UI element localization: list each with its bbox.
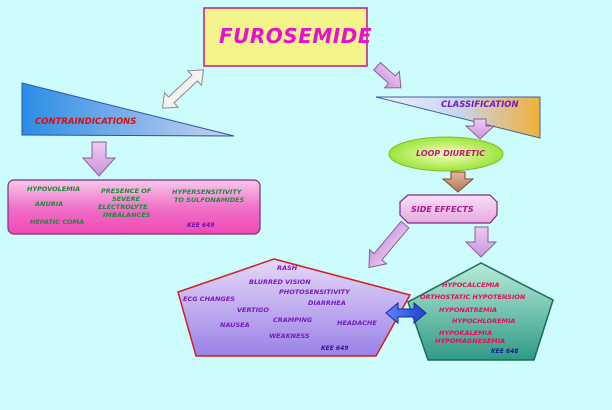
side-effect-diarrhea: DIARRHEA <box>308 299 346 307</box>
electrolyte-hyponatremia: HYPONATREMIA <box>439 306 498 314</box>
contra-item-to-sulfonamides: TO SULFONAMIDES <box>174 196 245 204</box>
contra-item-hypersensitivity: HYPERSENSITIVITY <box>172 188 242 196</box>
arrow-contra-to-list <box>81 141 117 177</box>
contra-item-hepatic-coma: HEPATIC COMA <box>30 218 85 226</box>
side-effect-ecg-changes: ECG CHANGES <box>183 295 235 303</box>
electrolyte-hypokalemia: HYPOKALEMIA <box>439 329 493 337</box>
electrolyte-hypochloremia: HYPOCHLOREMIA <box>452 317 516 325</box>
contra-item-imbalances: IMBALANCES <box>103 211 151 219</box>
side-effect-headache: HEADACHE <box>337 319 377 327</box>
side-effect-blurred-vision: BLURRED VISION <box>249 278 311 286</box>
electrolyte-hypomagnesemia: HYPOMAGNESEMIA <box>435 337 506 345</box>
arrow-side-effects-to-electrolyte <box>464 226 498 258</box>
side-effect-cramping: CRAMPING <box>273 316 313 324</box>
classification-heading: CLASSIFICATION <box>441 100 519 110</box>
general-side-effects-ref: KEE 649 <box>321 345 349 352</box>
electrolyte-side-effects-pentagon <box>407 262 554 361</box>
general-side-effects-pentagon <box>177 258 412 357</box>
loop-diuretic-ellipse <box>388 136 504 172</box>
loop-diuretic-label: LOOP DIURETIC <box>416 149 486 158</box>
contraindications-list-box <box>7 179 261 235</box>
side-effects-box <box>399 194 498 224</box>
contra-item-severe: SEVERE <box>112 195 141 203</box>
double-arrow-title-contra <box>161 69 205 109</box>
arrow-title-to-classification <box>373 61 402 89</box>
side-effect-photosensitivity: PHOTOSENSITIVITY <box>279 288 350 296</box>
classification-triangle <box>375 96 541 139</box>
contra-item-hypovolemia: HYPOVOLEMIA <box>27 185 81 193</box>
electrolyte-orthostatic-hypotension: ORTHOSTATIC HYPOTENSION <box>420 293 526 301</box>
side-effect-vertigo: VERTIGO <box>237 306 269 314</box>
double-arrow-pentagons <box>385 301 427 325</box>
side-effect-weakness: WEAKNESS <box>269 332 310 340</box>
contraindications-heading: CONTRAINDICATIONS <box>35 117 137 127</box>
title-box <box>203 7 368 67</box>
arrow-side-effects-to-general <box>368 220 410 269</box>
contra-item-presence-of: PRESENCE OF <box>101 187 152 195</box>
contra-item-anuria: ANURIA <box>35 200 64 208</box>
electrolyte-hypocalcemia: HYPOCALCEMIA <box>442 281 500 289</box>
page-title: FUROSEMIDE <box>219 24 372 48</box>
contra-ref: KEE 649 <box>187 222 215 229</box>
side-effect-rash: RASH <box>277 264 298 272</box>
arrow-loop-to-side-effects <box>441 171 475 193</box>
side-effects-heading: SIDE EFFECTS <box>411 205 474 214</box>
contra-item-electrolyte: ELECTROLYTE <box>98 203 148 211</box>
contraindications-triangle <box>21 82 235 137</box>
electrolyte-ref: KEE 648 <box>491 348 519 355</box>
arrow-classification-to-loop <box>464 118 496 140</box>
side-effect-nausea: NAUSEA <box>220 321 250 329</box>
